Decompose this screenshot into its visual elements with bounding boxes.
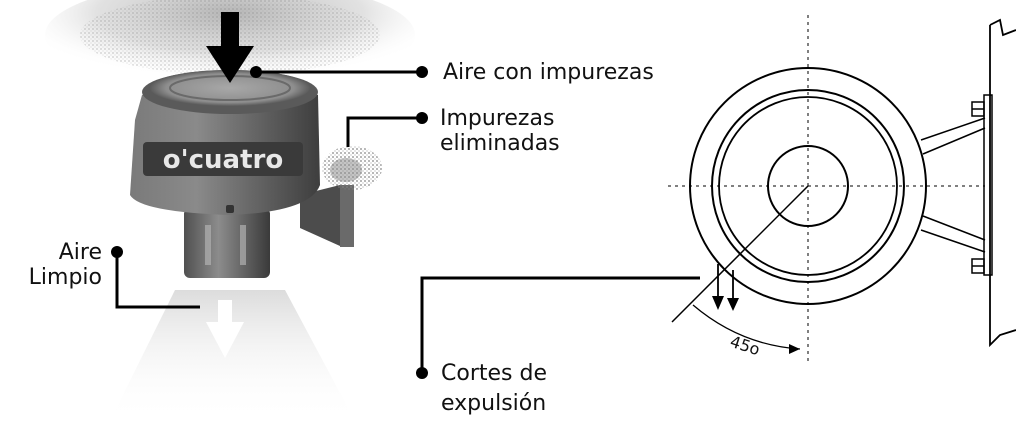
dirty-air-arrow [206,12,254,83]
wall-flange [983,94,993,276]
bolt-top [971,101,985,117]
callout-dot [416,66,428,78]
callout-dot [111,246,123,258]
callout-dots [111,66,428,379]
label-clean-air-line2: Limpio [28,265,102,290]
callout-dot [250,66,262,78]
wall-profile [989,18,1016,348]
clean-air-mist [110,290,355,421]
angle-arc-head [789,344,800,354]
ejector-port [300,185,352,246]
mounting-bracket [920,117,986,253]
ejector-flange [340,185,354,247]
ejected-impurities-core [330,158,362,182]
expulsion-cut-arrows [717,264,734,302]
pipe-fin [240,225,246,265]
label-expulsion-cuts-line2: expulsión [441,391,547,416]
callout-dot [416,112,428,124]
leader-impurities [346,116,422,147]
label-removed-impurities-line1: Impurezas [440,106,555,131]
outer-housing-circle [689,67,927,305]
expulsion-arrowhead [727,298,739,311]
angle-arc [692,304,801,350]
label-dirty-air: Aire con impurezas [443,60,654,85]
outlet-pipe [184,208,270,278]
bolt-bottom [971,258,985,274]
product-logo: o'cuatro [163,145,283,175]
radial-45-line [671,185,809,323]
logo-plate [143,142,303,176]
label-expulsion-cuts-line1: Cortes de [441,361,547,386]
core-circle [767,145,849,227]
technical-drawing [420,15,1016,373]
leader-clean-air [115,252,200,309]
leader-expulsion [420,276,700,373]
clean-air-arrow [206,300,244,358]
bolt [226,205,234,213]
angle-label: 45o [728,332,763,359]
label-removed-impurities-line2: eliminadas [440,131,560,156]
callout-leaders [115,70,422,309]
pipe-fin [205,225,211,265]
expulsion-arrowhead [712,296,724,310]
label-clean-air-line1: Aire [58,240,102,265]
middle-circle [711,89,905,283]
precleaner-illustration: o'cuatro [45,0,415,421]
inner-ring-circle [718,96,898,276]
